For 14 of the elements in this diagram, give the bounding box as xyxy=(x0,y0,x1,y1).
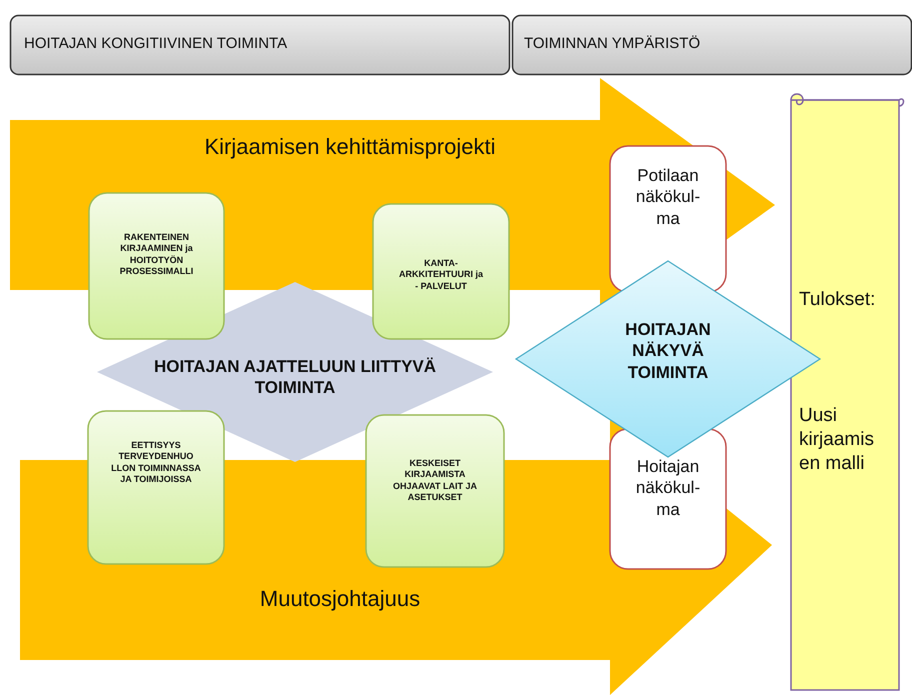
node-label: HOITAJAN KONGITIIVINEN TOIMINTA xyxy=(24,35,288,54)
node-label: Kirjaamisen kehittämisprojekti xyxy=(204,133,496,160)
node-label: EETTISYYS TERVEYDENHUO LLON TOIMINNASSA JA TOIMIJOISSA xyxy=(110,440,202,485)
node-label: TOIMINNAN YMPÄRISTÖ xyxy=(524,35,702,54)
node-label: RAKENTEINEN KIRJAAMINEN ja HOITOTYÖN PROSESSIMALLI xyxy=(118,232,194,277)
node-label: KANTA-ARKKITEHTUURI ja - PALVELUT xyxy=(399,258,483,292)
node-label: Potilaan näkökul- ma xyxy=(634,165,702,229)
node-label: Uusi kirjaamis en malli xyxy=(799,404,875,476)
node-label: KESKEISET KIRJAAMISTA OHJAAVAT LAIT JA ASETUKSET xyxy=(392,458,478,503)
node-label: Muutosjohtajuus xyxy=(258,585,422,612)
node-label: Tulokset: xyxy=(799,288,876,312)
node-label: HOITAJAN AJATTELUUN LIITTYVÄ TOIMINTA xyxy=(152,356,438,398)
node-label: HOITAJAN NÄKYVÄ TOIMINTA xyxy=(624,319,712,383)
node-label: Hoitajan näkökul- ma xyxy=(634,456,702,520)
